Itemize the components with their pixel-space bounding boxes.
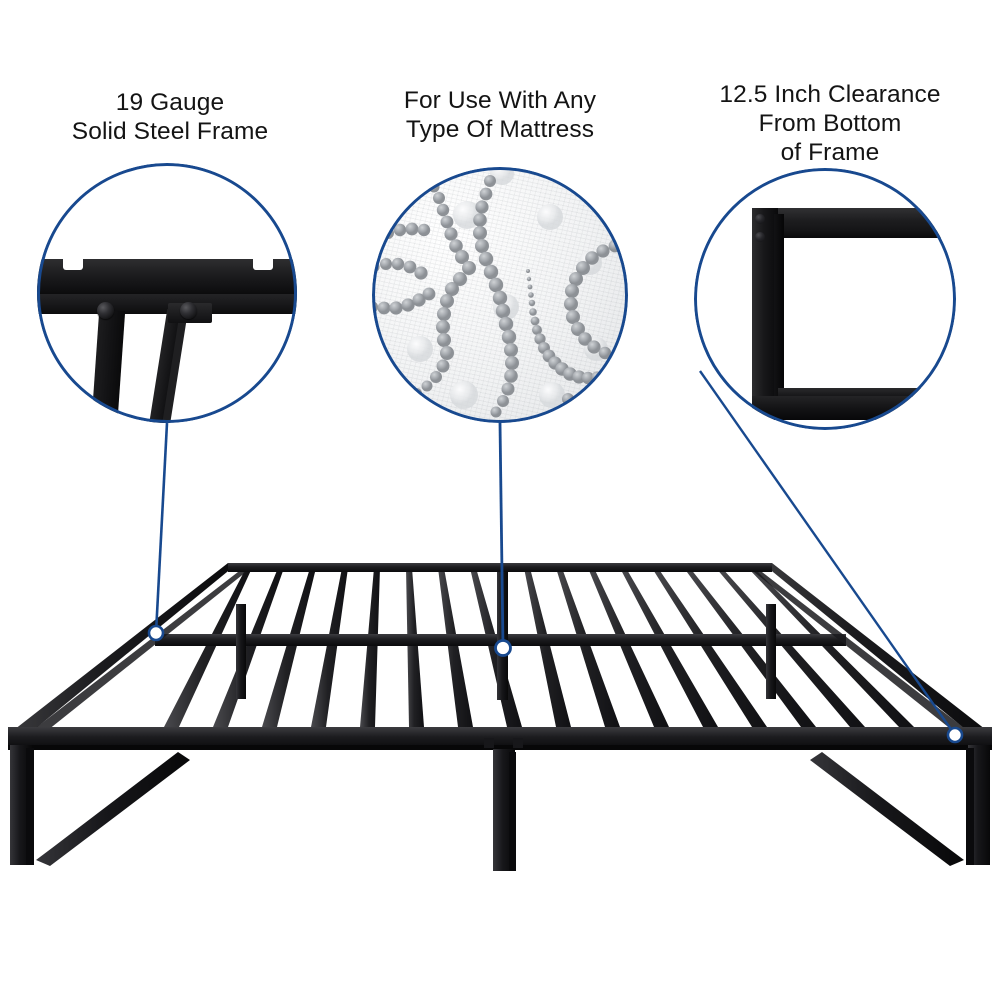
feature-caption-any-mattress: For Use With Any Type Of Mattress [403,87,597,143]
center-cross-rail [155,634,846,646]
screw-icon [755,232,765,242]
right-corner-leg [810,745,990,866]
quilted-mattress-fabric-closeup-icon [372,167,628,423]
screw-icon [755,214,765,224]
steel-rail-notch [253,259,273,270]
frame-corner-post-face [774,214,784,420]
bed-frame-body [8,563,992,871]
callout-circle-clearance [694,168,956,430]
callout-circle-any-mattress [372,167,628,423]
feature-caption-steel-frame: 19 Gauge Solid Steel Frame [71,89,269,145]
center-support-leg [484,738,523,871]
steel-rail-notch [63,259,83,270]
callout-circle-steel-frame [37,163,297,423]
anchor-dot-clearance [946,726,964,744]
left-side-rail [10,563,238,733]
anchor-dot-any-mattress [494,639,512,657]
front-rail [8,727,992,749]
left-corner-leg [10,745,190,866]
steel-leg-vertical [90,311,126,423]
steel-rail-bolt-closeup-icon [37,163,297,423]
frame-top-rail-edge [778,230,952,238]
bolt-icon [97,302,114,319]
leader-line-steel-frame [147,422,169,642]
inner-support-leg-left [236,604,246,699]
right-side-rail [762,563,990,733]
feature-caption-clearance: 12.5 Inch Clearance From Bottom of Frame [719,81,941,166]
front-rail-shadow [8,745,992,750]
back-rail [228,563,772,572]
bed-slats [164,568,914,727]
leader-line-any-mattress [494,422,512,657]
inner-support-leg-right [766,604,776,699]
anchor-dot-steel-frame [147,624,165,642]
frame-leg-clearance-closeup-icon [694,168,956,430]
inner-support-leg-center [497,572,508,700]
mattress-stitch-pattern [372,167,628,419]
bolt-icon [180,302,197,319]
frame-bottom-rail [752,396,952,420]
